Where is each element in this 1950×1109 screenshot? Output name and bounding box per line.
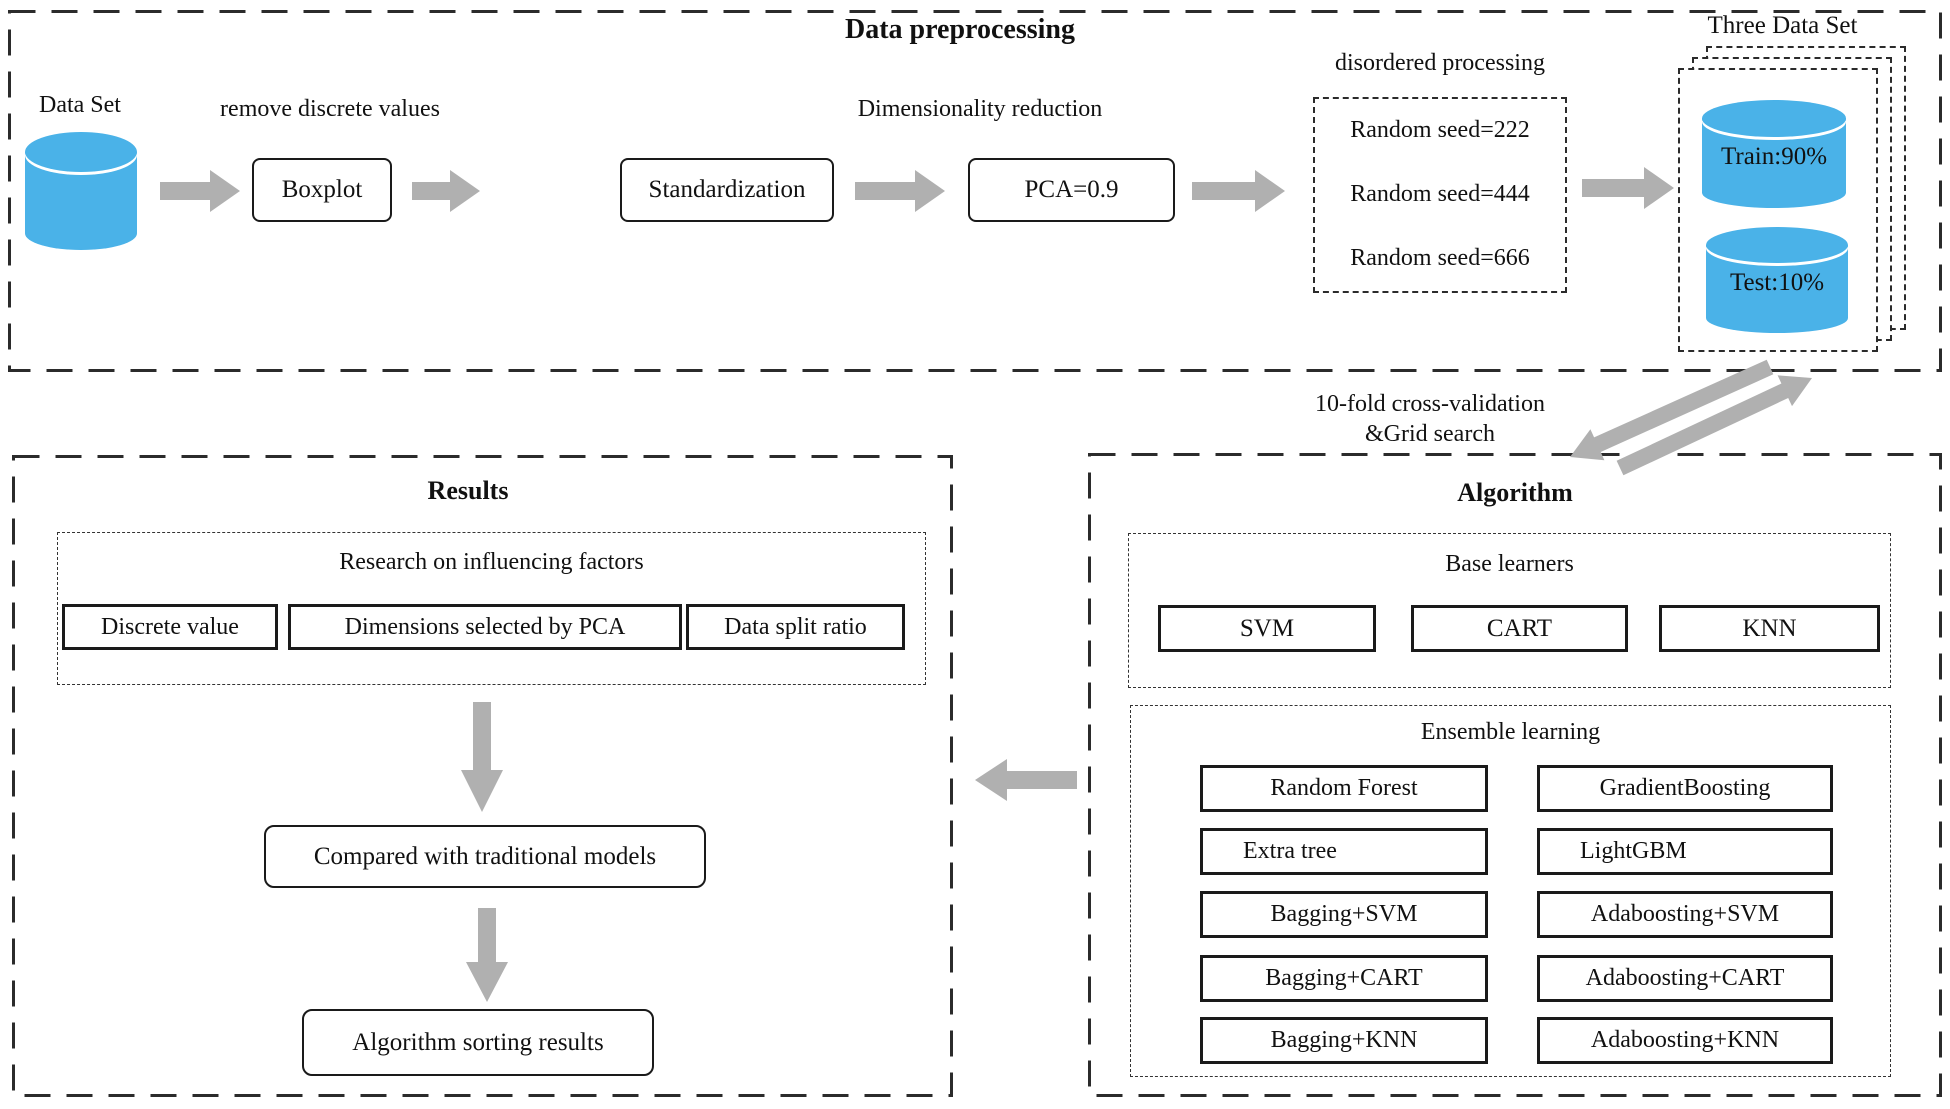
cart-box: CART <box>1411 605 1628 652</box>
data-split-ratio-box: Data split ratio <box>686 604 905 650</box>
knn-box: KNN <box>1659 605 1880 652</box>
boxplot-box: Boxplot <box>252 158 392 222</box>
extra-tree-box: Extra tree <box>1200 828 1488 875</box>
crossval-line2: &Grid search <box>1365 421 1495 447</box>
random-seed-item: Random seed=222 <box>1350 117 1530 144</box>
compared-traditional-models-box: Compared with traditional models <box>264 825 706 888</box>
ensemble-learning-box <box>1130 705 1891 1077</box>
preprocessing-title: Data preprocessing <box>845 14 1075 45</box>
pca-box: PCA=0.9 <box>968 158 1175 222</box>
standardization-box: Standardization <box>620 158 834 222</box>
three-dataset-title: Three Data Set <box>1707 12 1858 39</box>
preprocessing-box-border <box>8 10 1942 372</box>
arrow-right-icon <box>160 170 240 212</box>
arrow-right-icon <box>1582 167 1674 209</box>
dimensions-pca-box: Dimensions selected by PCA <box>288 604 682 650</box>
base-learners-title: Base learners <box>1445 551 1574 577</box>
adaboosting-cart-box: Adaboosting+CART <box>1537 955 1833 1002</box>
test-cylinder-icon: Test:10% <box>1706 227 1848 333</box>
cylinder-top <box>1702 100 1846 137</box>
gradient-boosting-box: GradientBoosting <box>1537 765 1833 812</box>
arrow-left-icon <box>975 759 1077 801</box>
results-box-border <box>12 455 953 1097</box>
svm-box: SVM <box>1158 605 1376 652</box>
ensemble-learning-title: Ensemble learning <box>1420 719 1601 745</box>
arrow-right-icon <box>412 170 480 212</box>
research-factors-box <box>57 532 926 685</box>
adaboosting-svm-box: Adaboosting+SVM <box>1537 891 1833 938</box>
arrow-up-right-icon <box>1616 375 1812 476</box>
arrow-right-icon <box>1192 170 1285 212</box>
test-split-label: Test:10% <box>1729 269 1825 297</box>
train-cylinder-icon: Train:90% <box>1702 100 1846 208</box>
cylinder-top <box>1706 227 1848 264</box>
bagging-knn-box: Bagging+KNN <box>1200 1017 1488 1064</box>
algorithm-sorting-results-box: Algorithm sorting results <box>302 1009 654 1076</box>
algorithm-title: Algorithm <box>1457 478 1573 507</box>
arrow-down-icon <box>466 908 508 1002</box>
research-factors-title: Research on influencing factors <box>339 549 644 575</box>
results-title: Results <box>427 476 509 505</box>
crossval-note: 10-fold cross-validation &Grid search <box>1280 389 1580 449</box>
random-forest-box: Random Forest <box>1200 765 1488 812</box>
random-seeds-box: Random seed=222 Random seed=444 Random s… <box>1313 97 1567 293</box>
discrete-value-box: Discrete value <box>62 604 278 650</box>
adaboosting-knn-box: Adaboosting+KNN <box>1537 1017 1833 1064</box>
arrow-down-left-icon <box>1570 359 1774 461</box>
arrow-down-icon <box>461 702 503 812</box>
base-learners-box <box>1128 533 1891 688</box>
dataset-cylinder-icon <box>25 132 137 250</box>
arrow-right-icon <box>855 170 945 212</box>
bagging-cart-box: Bagging+CART <box>1200 955 1488 1002</box>
crossval-line1: 10-fold cross-validation <box>1315 391 1545 417</box>
algorithm-box-border <box>1088 453 1942 1097</box>
disordered-processing-label: disordered processing <box>1335 50 1545 76</box>
remove-discrete-values-label: remove discrete values <box>220 96 440 122</box>
bagging-svm-box: Bagging+SVM <box>1200 891 1488 938</box>
random-seed-item: Random seed=444 <box>1350 181 1530 208</box>
cylinder-top <box>25 132 137 173</box>
lightgbm-box: LightGBM <box>1537 828 1833 875</box>
dimensionality-reduction-label: Dimensionality reduction <box>857 96 1103 122</box>
random-seed-item: Random seed=666 <box>1350 245 1530 272</box>
dataset-label: Data Set <box>39 92 121 118</box>
train-split-label: Train:90% <box>1720 143 1828 171</box>
